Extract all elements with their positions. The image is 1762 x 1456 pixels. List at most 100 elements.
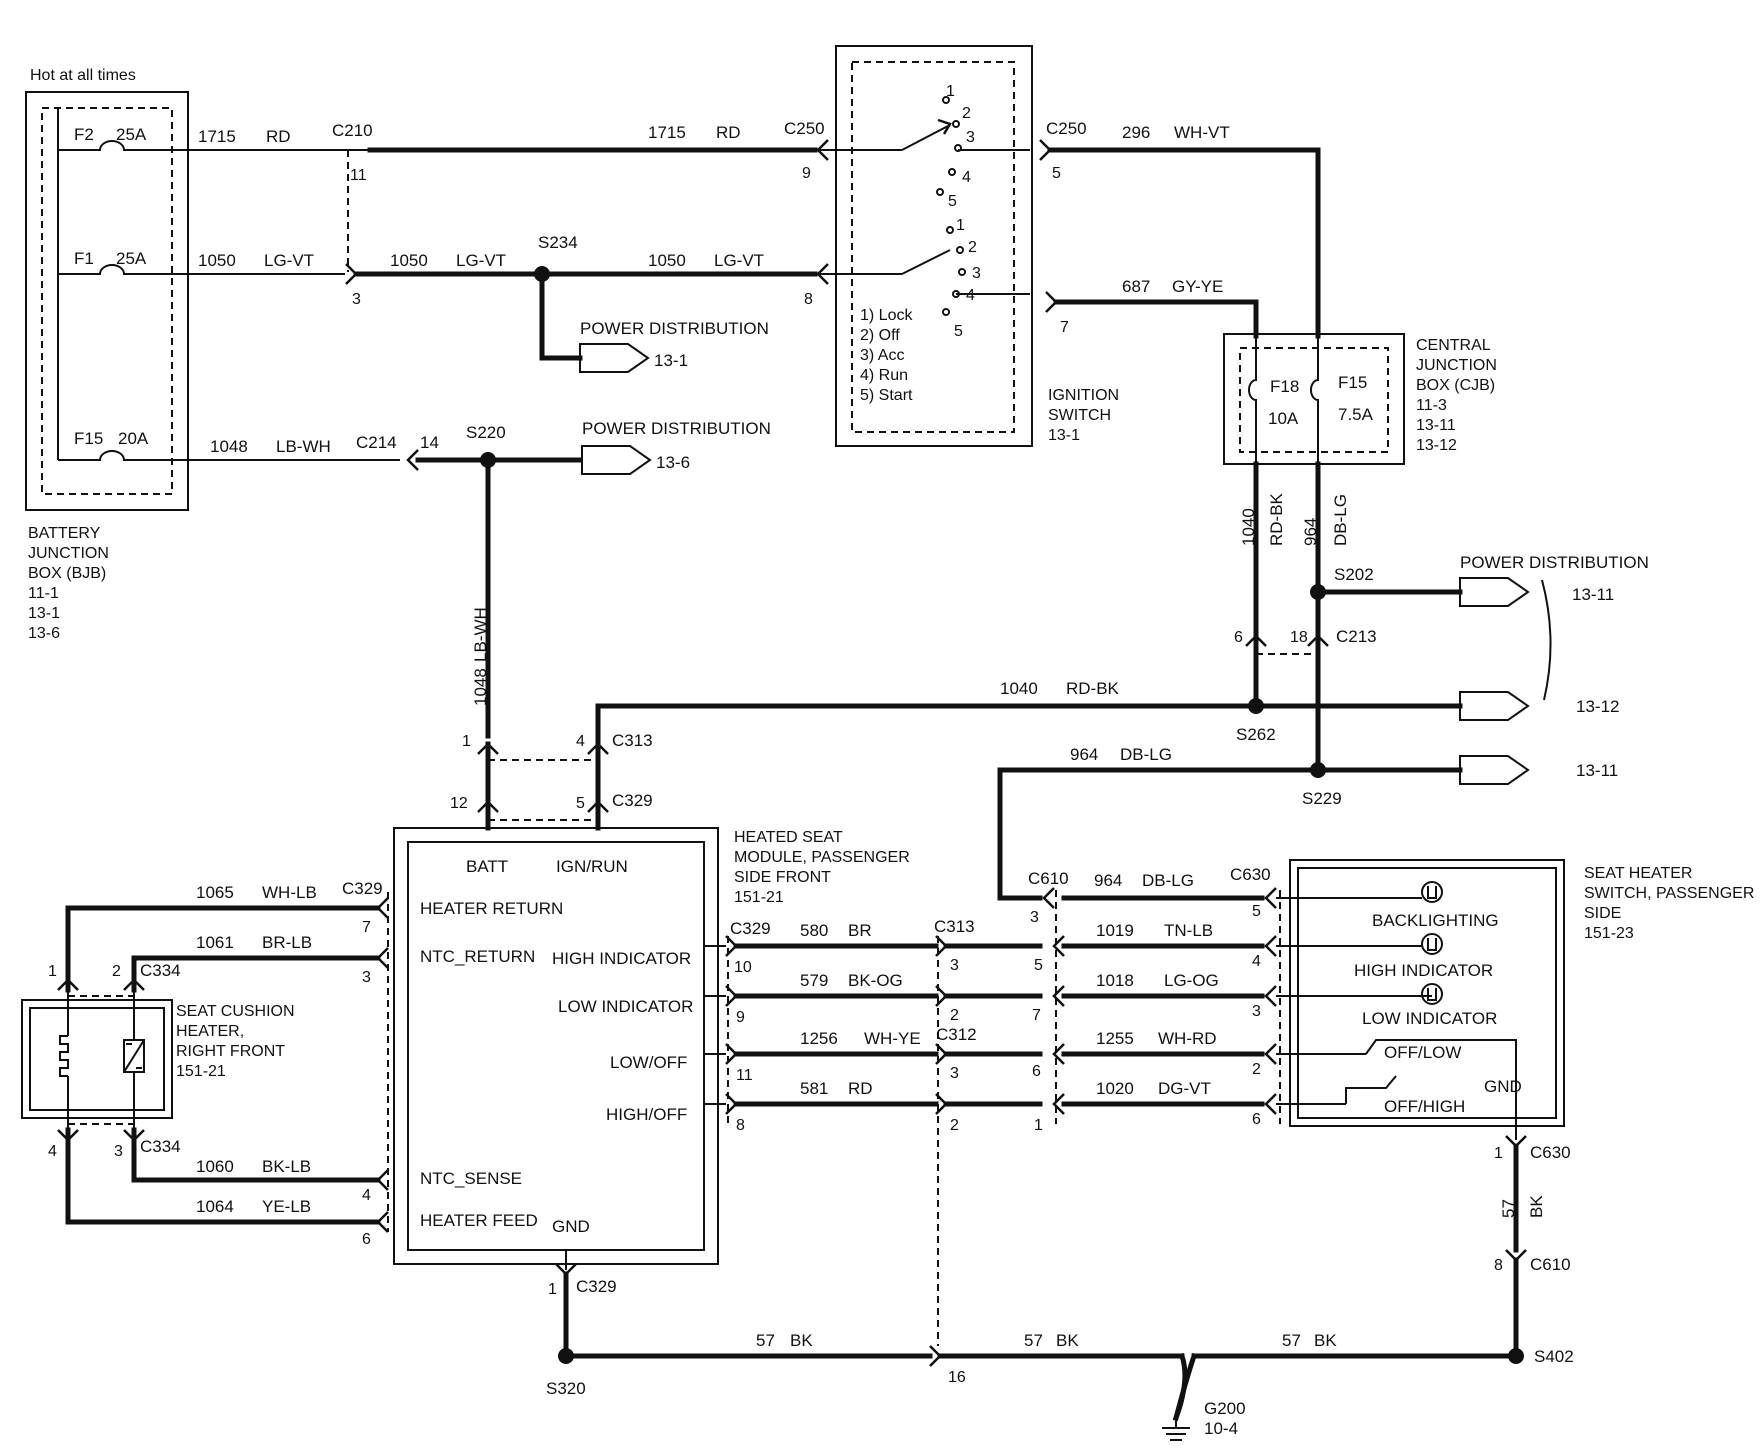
bjb-outline [25, 91, 189, 511]
svg-text:LB-WH: LB-WH [276, 437, 331, 456]
svg-text:14: 14 [420, 433, 439, 452]
svg-text:BK: BK [1527, 1195, 1546, 1218]
svg-text:1065: 1065 [196, 883, 234, 902]
svg-text:1255: 1255 [1096, 1029, 1134, 1048]
seat-cushion-title: SEAT CUSHION HEATER, RIGHT FRONT 151-21 [176, 1003, 295, 1080]
svg-text:4: 4 [362, 1187, 371, 1204]
svg-text:LG-VT: LG-VT [456, 251, 506, 270]
circuit-964-vertical: 964 DB-LG S202 18 C213 [1290, 461, 1377, 773]
svg-text:BOX (BJB): BOX (BJB) [28, 565, 106, 582]
svg-text:13-6: 13-6 [656, 453, 690, 472]
svg-text:151-21: 151-21 [734, 889, 784, 906]
svg-text:IGN/RUN: IGN/RUN [556, 857, 628, 876]
svg-text:964: 964 [1301, 518, 1320, 546]
circuit-687: 7 687 GY-YE [1045, 277, 1259, 339]
svg-text:S320: S320 [546, 1379, 586, 1398]
ignition-switch: 1 2 3 4 5 1 2 3 4 5 1) Lock 2) Off 3) Ac… [815, 45, 1119, 447]
svg-text:1040: 1040 [1239, 508, 1258, 546]
svg-text:HEATER FEED: HEATER FEED [420, 1211, 538, 1230]
svg-text:3: 3 [966, 129, 975, 146]
high-indicator-lamp-icon [1421, 933, 1443, 955]
svg-text:57: 57 [756, 1331, 775, 1350]
svg-text:151-21: 151-21 [176, 1063, 226, 1080]
svg-text:POWER DISTRIBUTION: POWER DISTRIBUTION [582, 419, 771, 438]
svg-text:57: 57 [1024, 1331, 1043, 1350]
svg-text:16: 16 [948, 1369, 966, 1386]
svg-text:RD-BK: RD-BK [1066, 679, 1120, 698]
svg-text:7: 7 [1060, 319, 1069, 336]
svg-text:5: 5 [1052, 165, 1061, 182]
svg-text:5: 5 [1252, 903, 1261, 920]
svg-text:11: 11 [350, 167, 367, 184]
svg-text:HEATED SEAT: HEATED SEAT [734, 829, 843, 846]
svg-text:1: 1 [956, 217, 965, 234]
svg-text:HIGH INDICATOR: HIGH INDICATOR [1354, 961, 1493, 980]
svg-text:CENTRAL: CENTRAL [1416, 337, 1491, 354]
power-dist-brace [1541, 579, 1552, 701]
svg-text:6: 6 [1234, 629, 1243, 646]
svg-text:BATT: BATT [466, 857, 508, 876]
svg-text:13-1: 13-1 [28, 605, 60, 622]
svg-text:2: 2 [112, 963, 121, 980]
svg-text:LOW/OFF: LOW/OFF [610, 1053, 687, 1072]
svg-text:2: 2 [1252, 1061, 1261, 1078]
svg-text:DB-LG: DB-LG [1331, 494, 1350, 546]
svg-text:5) Start: 5) Start [860, 387, 913, 404]
svg-text:NTC_SENSE: NTC_SENSE [420, 1169, 522, 1188]
circuit-1050: 1050 LG-VT 3 1050 LG-VT S234 1050 LG-VT … [188, 233, 829, 361]
connector-c250-out: C250 [1046, 119, 1087, 138]
svg-text:MODULE, PASSENGER: MODULE, PASSENGER [734, 849, 910, 866]
svg-text:OFF/HIGH: OFF/HIGH [1384, 1097, 1465, 1116]
svg-text:RD-BK: RD-BK [1267, 492, 1286, 546]
svg-text:579: 579 [800, 971, 828, 990]
svg-text:BK: BK [790, 1331, 813, 1350]
svg-text:13-11: 13-11 [1576, 761, 1618, 780]
seat-cushion-heater: 1 2 C334 4 3 C334 SEAT CUSHION HEATER, R… [21, 961, 295, 1160]
svg-text:SEAT HEATER: SEAT HEATER [1584, 865, 1692, 882]
svg-text:LG-OG: LG-OG [1164, 971, 1219, 990]
svg-text:1050: 1050 [198, 251, 236, 270]
central-junction-box: F18 10A F15 7.5A CENTRAL JUNCTION BOX (C… [1223, 333, 1497, 465]
off-high-contact [1345, 1075, 1397, 1104]
fuse-f1: F1 25A [58, 249, 188, 275]
svg-text:6: 6 [1252, 1111, 1261, 1128]
svg-text:GND: GND [1484, 1077, 1522, 1096]
power-distribution-13-6: POWER DISTRIBUTION 13-6 [581, 419, 771, 475]
svg-text:LOW INDICATOR: LOW INDICATOR [1362, 1009, 1497, 1028]
circuit-1061: 1061 BR-LB 3 [131, 933, 389, 993]
splice-s229 [1310, 762, 1326, 778]
svg-text:1061: 1061 [196, 933, 234, 952]
svg-text:8: 8 [1494, 1257, 1503, 1274]
svg-text:3: 3 [352, 291, 361, 308]
module-top-connectors: 1 4 C313 12 5 C329 [450, 731, 653, 831]
svg-text:687: 687 [1122, 277, 1150, 296]
svg-text:SIDE FRONT: SIDE FRONT [734, 869, 831, 886]
svg-text:3: 3 [972, 265, 981, 282]
svg-text:WH-RD: WH-RD [1158, 1029, 1217, 1048]
svg-text:1: 1 [48, 963, 57, 980]
svg-text:964: 964 [1094, 871, 1122, 890]
ground-circuit: 1 C329 S320 57 BK 16 57 BK 57 BK G200 10… [546, 1118, 1574, 1441]
svg-text:F18: F18 [1270, 377, 1299, 396]
connector-c329-top: C329 [612, 791, 653, 810]
svg-text:S202: S202 [1334, 565, 1374, 584]
svg-text:SIDE: SIDE [1584, 905, 1621, 922]
svg-text:1019: 1019 [1096, 921, 1134, 940]
svg-text:1040: 1040 [1000, 679, 1038, 698]
svg-text:BK-LB: BK-LB [262, 1157, 311, 1176]
heated-seat-module: BATT IGN/RUN HEATER RETURN NTC_RETURN HI… [393, 827, 910, 1265]
svg-text:13-11: 13-11 [1572, 585, 1614, 604]
svg-text:20A: 20A [118, 429, 149, 448]
svg-text:JUNCTION: JUNCTION [28, 545, 109, 562]
circuit-1715-top: 1715 RD C210 11 1715 RD C250 9 [188, 119, 829, 184]
circuit-1256-1255: 11 1256 WH-YE C312 3 6 1255 WH-RD 2 [704, 1025, 1366, 1084]
connector-c213: C213 [1336, 627, 1377, 646]
svg-text:RIGHT FRONT: RIGHT FRONT [176, 1043, 285, 1060]
svg-text:1: 1 [946, 83, 955, 100]
svg-text:4: 4 [576, 733, 585, 750]
svg-text:POWER DISTRIBUTION: POWER DISTRIBUTION [1460, 553, 1649, 572]
low-indicator-lamp-icon [1421, 983, 1443, 1005]
svg-text:13-11: 13-11 [1416, 417, 1456, 434]
fuse-f2: F2 25A [58, 125, 188, 151]
